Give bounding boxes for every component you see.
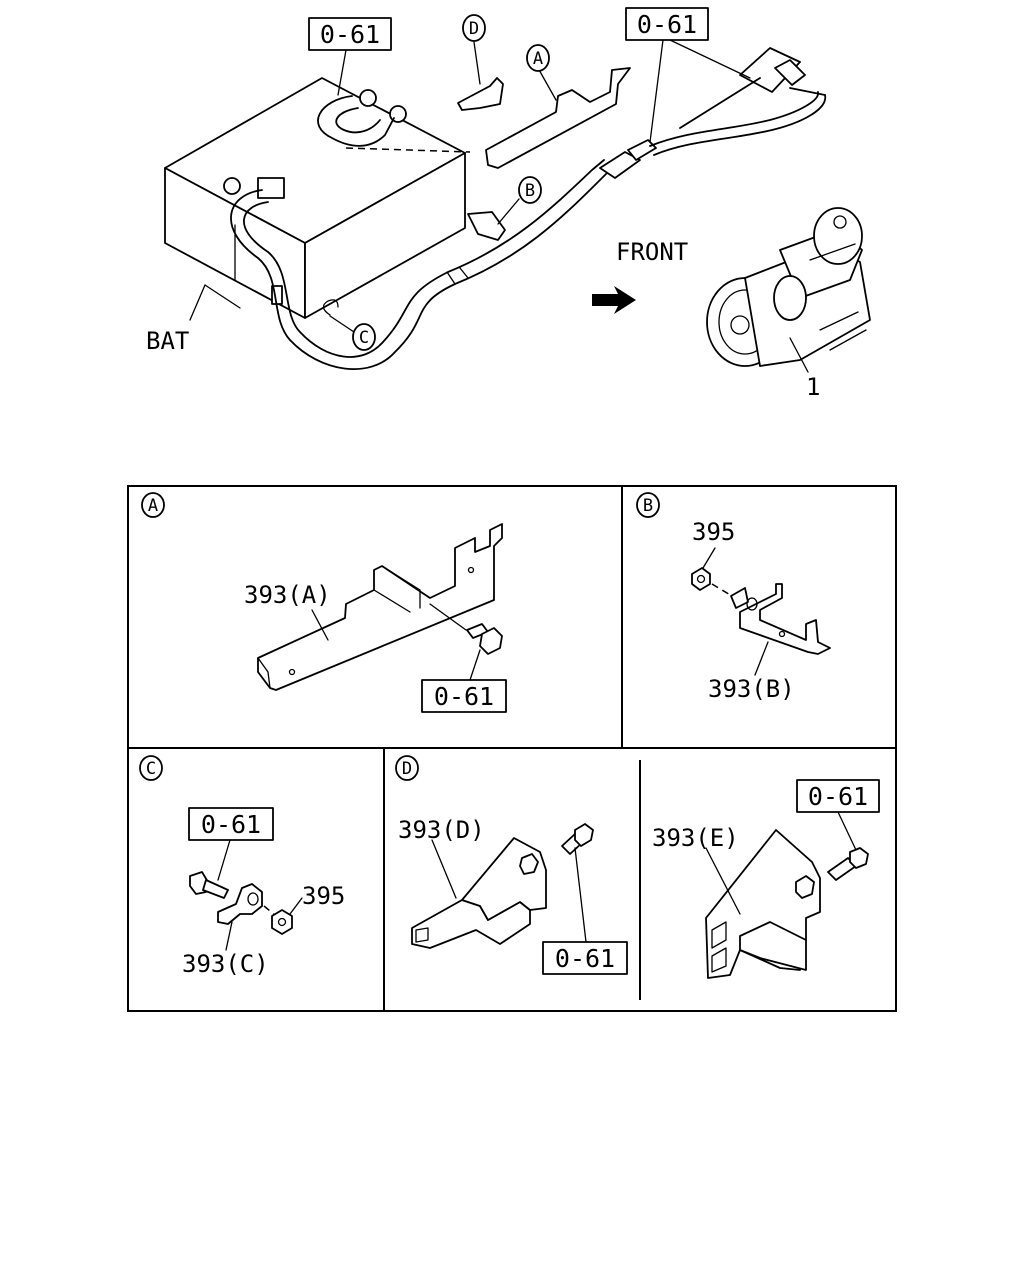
- nut-395-b: [691, 567, 711, 591]
- ref-box-top-left: [308, 17, 392, 51]
- panel-c: C 0-61 395 393(C): [139, 755, 345, 978]
- ref-c: 0-61: [201, 810, 261, 839]
- starter-motor: [706, 207, 871, 367]
- callout-b-overview: B: [518, 176, 542, 204]
- front-label: FRONT: [616, 238, 688, 266]
- svg-text:B: B: [525, 181, 535, 201]
- callout-c-overview: C: [352, 323, 376, 351]
- nut-label-395-b: 395: [692, 518, 735, 546]
- battery: [164, 77, 466, 319]
- ref-top-left: 0-61: [320, 20, 380, 49]
- ref-box-d: [542, 941, 628, 975]
- ref-d: 0-61: [555, 944, 615, 973]
- ref-box-a: [421, 679, 507, 713]
- panel-b: B 395 393(B): [636, 492, 831, 703]
- bolt-0-61-e: [827, 847, 869, 881]
- ref-e: 0-61: [808, 782, 868, 811]
- ref-a: 0-61: [434, 682, 494, 711]
- panel-d-letter: D: [402, 759, 412, 779]
- nut-label-395-c: 395: [302, 882, 345, 910]
- ref-top-right: 0-61: [637, 10, 697, 39]
- panel-a: A 393(A) 0-61: [141, 492, 507, 713]
- nut-395-c: [271, 909, 293, 935]
- ref-box-top-right: [625, 7, 709, 41]
- bracket-393d: [411, 837, 547, 949]
- svg-text:A: A: [533, 49, 543, 69]
- svg-text:D: D: [469, 19, 479, 39]
- bolt-0-61-c: [189, 871, 229, 899]
- clamp-393c: [217, 883, 263, 925]
- bracket-393e: [705, 829, 821, 979]
- panel-b-letter: B: [643, 496, 653, 516]
- svg-text:C: C: [359, 328, 369, 348]
- bracket-393b: [739, 583, 831, 655]
- part-label-393e: 393(E): [652, 824, 739, 852]
- bolt-0-61-d: [561, 823, 594, 855]
- part-label-393b: 393(B): [708, 675, 795, 703]
- panel-a-letter: A: [148, 496, 158, 516]
- part-label-393c: 393(C): [182, 950, 269, 978]
- callout-d-overview: D: [462, 14, 486, 42]
- front-arrow-icon: [592, 286, 636, 314]
- part-number-1: 1: [806, 373, 820, 401]
- part-label-393a: 393(A): [244, 581, 331, 609]
- panel-d: D 393(D) 0-61 393(E): [395, 755, 880, 979]
- bracket-393a: [257, 523, 503, 691]
- panel-c-letter: C: [146, 759, 156, 779]
- part-label-393d: 393(D): [398, 816, 485, 844]
- bolt-0-61-a: [429, 603, 503, 655]
- ref-box-e: [796, 779, 880, 813]
- bat-label: BAT: [146, 327, 189, 355]
- callout-a-overview: A: [526, 44, 550, 72]
- ref-box-c: [188, 807, 274, 841]
